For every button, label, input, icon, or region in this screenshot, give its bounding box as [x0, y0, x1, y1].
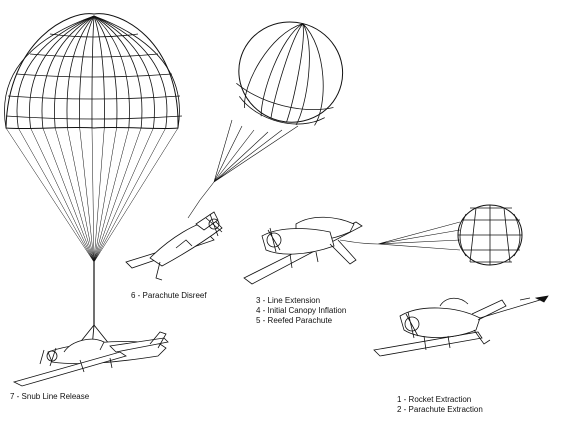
- stage-5-label: 5 - Reefed Parachute: [256, 316, 333, 325]
- stage-7-label: 7 - Snub Line Release: [10, 392, 90, 401]
- reefed-suspension-lines-icon: [339, 221, 461, 251]
- disreef-canopy-icon: [236, 21, 344, 126]
- rocket-extraction-line-icon: [479, 295, 549, 319]
- stage-4-label: 4 - Initial Canopy Inflation: [256, 306, 347, 315]
- stage-3-label: 3 - Line Extension: [256, 296, 321, 305]
- large-canopy-icon: [4, 13, 183, 349]
- light-aircraft-icon: [373, 297, 507, 357]
- light-aircraft-icon: [12, 331, 169, 387]
- stage-6-label: 6 - Parachute Disreef: [131, 291, 207, 300]
- reefed-canopy-icon: [457, 204, 523, 266]
- light-aircraft-icon: [125, 211, 223, 281]
- stage-2-label: 2 - Parachute Extraction: [397, 405, 483, 414]
- disreef-suspension-lines-icon: [187, 119, 299, 219]
- stage-1-label: 1 - Rocket Extraction: [397, 395, 472, 404]
- light-aircraft-icon: [243, 216, 363, 285]
